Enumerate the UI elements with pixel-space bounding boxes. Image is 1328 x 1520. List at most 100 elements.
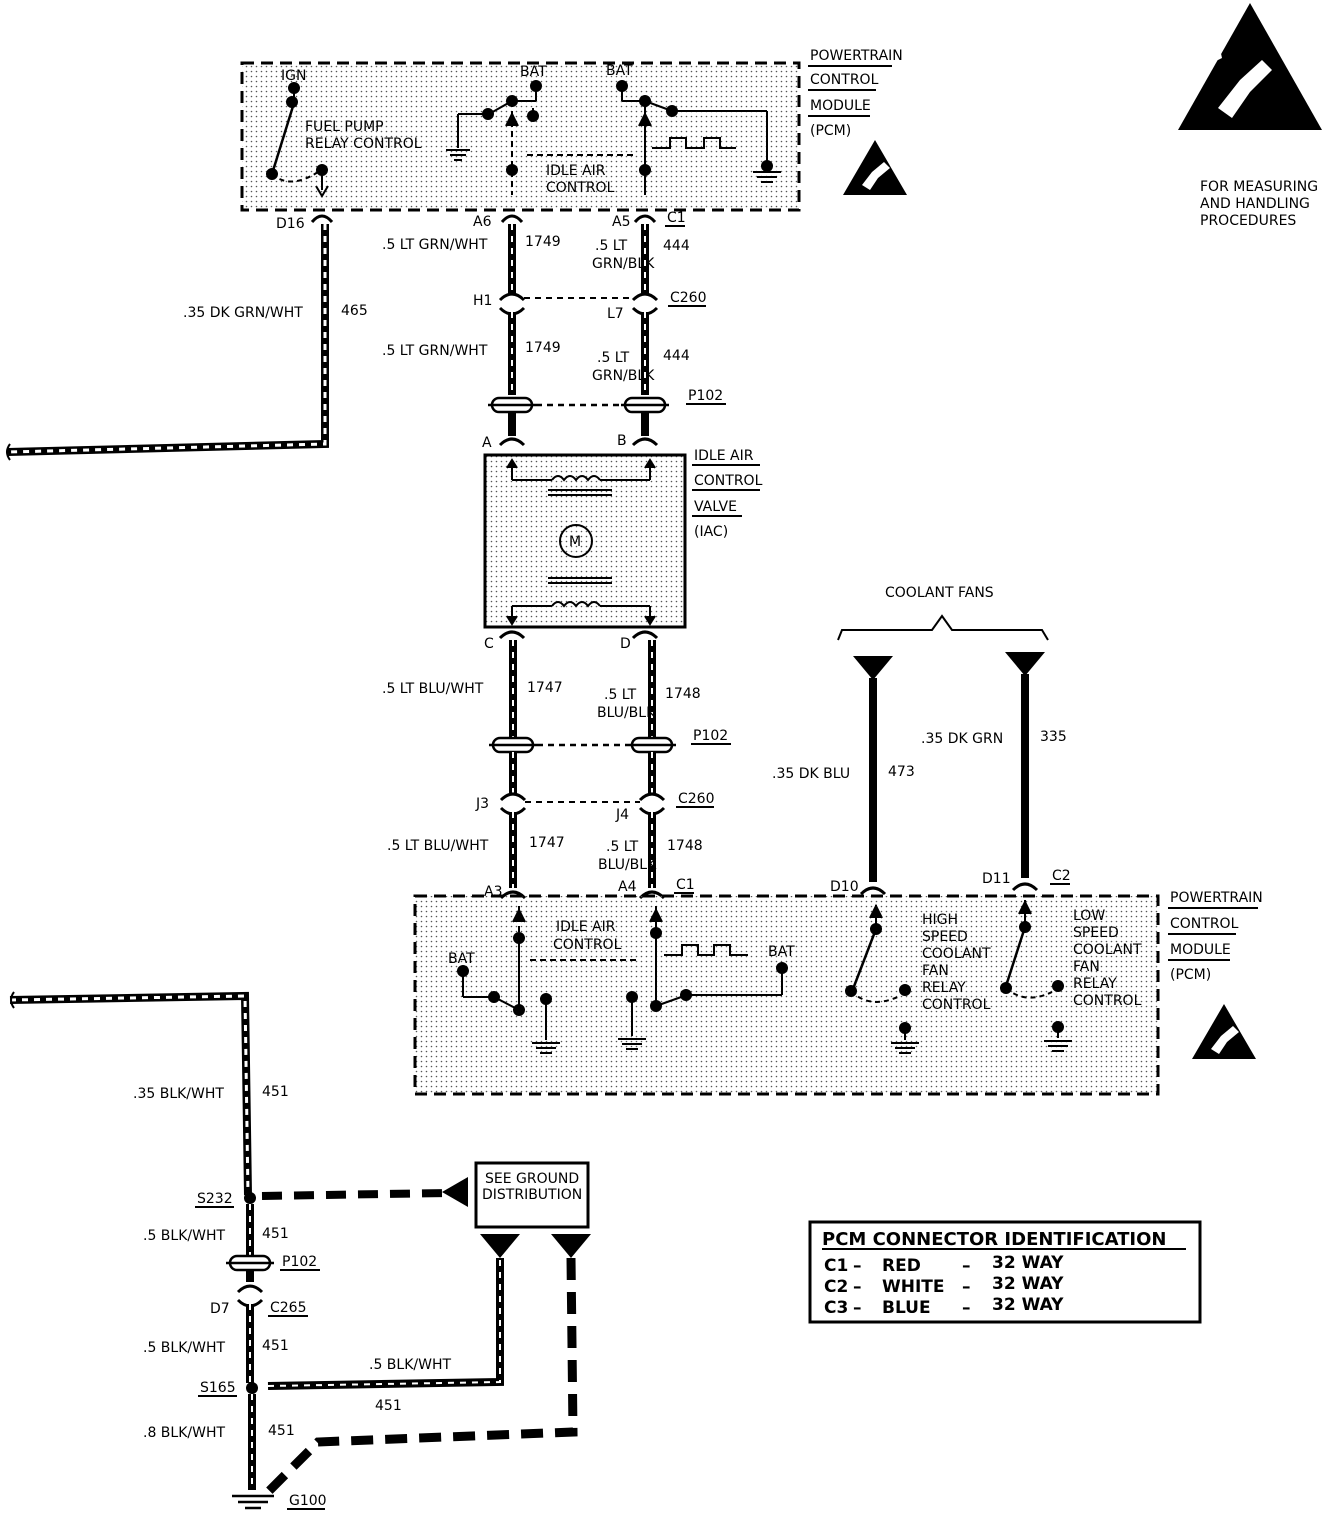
pcm-title: MODULE (1170, 942, 1231, 958)
wire-473-label: .35 DK BLU (772, 766, 850, 782)
connector-p102-mid (489, 736, 676, 754)
pcm-table-dash: – (853, 1256, 862, 1276)
wire-1749-444-mid (508, 312, 649, 395)
iac-top-pins (498, 437, 659, 447)
esd-warning-icon (1178, 3, 1322, 130)
pin-c1: C1 (667, 210, 686, 226)
wire-451-circuit: 451 (375, 1398, 402, 1414)
ls-fan-label: SPEED (1073, 925, 1119, 941)
bat-label: BAT (520, 64, 547, 80)
motor-symbol: M (569, 534, 581, 550)
bat-label: BAT (606, 63, 633, 79)
iac-bottom-pins (498, 630, 659, 640)
connector-c260: C260 (678, 791, 715, 807)
esd-small-icon (843, 140, 907, 195)
pcm-table-conn: C3 (824, 1298, 848, 1318)
bat-label: BAT (768, 944, 795, 960)
pcm-title: (PCM) (1170, 967, 1211, 983)
ground-distribution-return (264, 1234, 591, 1496)
wire-1749-label: .5 LT GRN/WHT (382, 343, 488, 359)
wire-1747-1748-mid (509, 752, 656, 795)
wire-1748-circuit: 1748 (665, 686, 701, 702)
wire-451-circuit: 451 (268, 1423, 295, 1439)
coolant-fans-bracket (837, 614, 1049, 641)
splice-s165-label: S165 (200, 1380, 236, 1396)
hs-fan-label: RELAY (922, 980, 966, 996)
hs-fan-label: FAN (922, 963, 949, 979)
wire-465-circuit: 465 (341, 303, 368, 319)
esd-caption: PROCEDURES (1200, 213, 1296, 229)
wire-1747-label: .5 LT BLU/WHT (387, 838, 489, 854)
ground-distribution-box (474, 1161, 590, 1229)
connector-p102-top (488, 396, 669, 414)
iac-title-underlines (692, 464, 760, 517)
wire-444-circuit: 444 (663, 238, 690, 254)
coolant-fans-label: COOLANT FANS (885, 585, 994, 601)
connector-p102-bot (226, 1254, 274, 1272)
wire-451-label: .5 BLK/WHT (143, 1228, 225, 1244)
ls-fan-label: RELAY (1073, 976, 1117, 992)
pcm-table-ways: 32 WAY (992, 1274, 1064, 1294)
pcm-table-dash: – (962, 1277, 971, 1297)
wire-444-label: .5 LT (595, 238, 628, 254)
splice-s232-label: S232 (197, 1191, 233, 1207)
connector-c265 (236, 1284, 264, 1308)
pin-j3: J3 (475, 796, 489, 812)
wire-451-circuit: 451 (262, 1084, 289, 1100)
pcm-table-ways: 32 WAY (992, 1253, 1064, 1273)
hs-fan-label: HIGH (922, 912, 958, 928)
connector-c260-mid (499, 792, 666, 816)
wire-451-circuit: 451 (262, 1226, 289, 1242)
wire-451-label: .5 BLK/WHT (143, 1340, 225, 1356)
wire-465-label: .35 DK GRN/WHT (183, 305, 303, 321)
iac-label: IDLE AIR (556, 919, 616, 935)
pcm-table-dash: – (853, 1298, 862, 1318)
pcm-table-color: BLUE (882, 1298, 931, 1318)
iac-valve-title: IDLE AIR (694, 448, 754, 464)
wire-1748-circuit: 1748 (667, 838, 703, 854)
pcm-title: POWERTRAIN (1170, 890, 1263, 906)
iac-valve-title: VALVE (694, 499, 737, 515)
pcm-title: MODULE (810, 98, 871, 114)
pin-j4: J4 (615, 807, 629, 823)
wire-1749-circuit: 1749 (525, 340, 561, 356)
hs-fan-label: SPEED (922, 929, 968, 945)
pcm-table-dash: – (853, 1277, 862, 1297)
pin-d: D (620, 636, 631, 652)
pcm-title: POWERTRAIN (810, 48, 903, 64)
pin-c: C (484, 636, 494, 652)
pin-a6: A6 (473, 214, 492, 230)
connector-p102: P102 (688, 388, 723, 404)
connector-c265-label: C265 (270, 1300, 307, 1316)
pin-d16: D16 (276, 216, 305, 232)
pin-a: A (482, 435, 492, 451)
wire-335-label: .35 DK GRN (921, 731, 1003, 747)
pcm-bottom-internals (457, 899, 1072, 1054)
wire-444-label: GRN/BLK (592, 368, 655, 384)
fuel-pump-relay-label: RELAY CONTROL (305, 136, 422, 152)
iac-control-label: CONTROL (546, 180, 615, 196)
pcm-title: CONTROL (1170, 916, 1239, 932)
pcm-table-color: RED (882, 1256, 921, 1276)
wire-1747-label: .5 LT BLU/WHT (382, 681, 484, 697)
connector-p102: P102 (693, 728, 728, 744)
pcm-connector-table (808, 1220, 1202, 1324)
top-connectors (310, 214, 657, 224)
pcm-top-module (240, 61, 801, 212)
pin-c2: C2 (1052, 868, 1071, 884)
ls-fan-label: COOLANT (1073, 942, 1142, 958)
wire-1747-circuit: 1747 (527, 680, 563, 696)
connector-c260-top (498, 292, 659, 316)
wire-444-label: GRN/BLK (592, 256, 655, 272)
wire-451-s165-branch (267, 1234, 520, 1390)
wire-465 (6, 224, 329, 461)
ground-g100-icon (232, 1494, 274, 1510)
pcm-title-underlines (808, 65, 892, 117)
s232-ground-link (261, 1177, 468, 1207)
wire-451-label: .8 BLK/WHT (143, 1425, 225, 1441)
esd-small-icon (1192, 1004, 1256, 1059)
pcm-table-dash: – (962, 1298, 971, 1318)
pcm-title-underlines (1168, 907, 1258, 961)
splice-s232 (244, 1192, 256, 1204)
ground-box-label: SEE GROUND (485, 1171, 579, 1187)
